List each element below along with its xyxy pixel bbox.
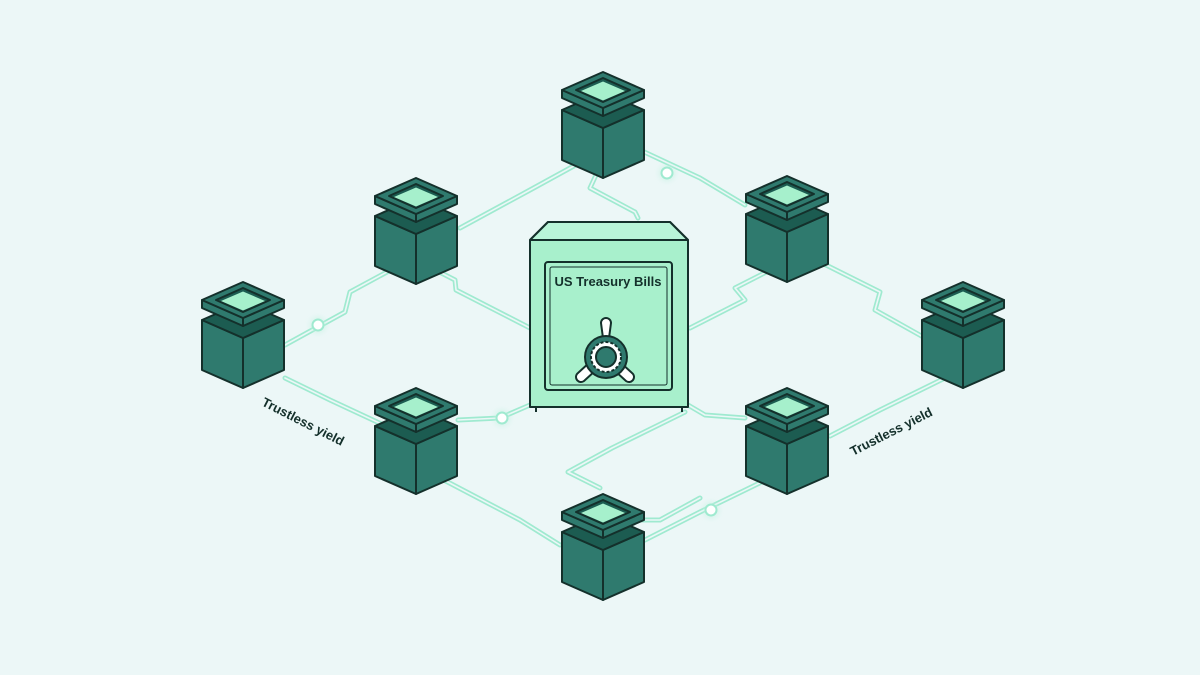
safe-title: US Treasury Bills — [554, 274, 662, 289]
junction-dot — [311, 318, 325, 332]
node-lower-right — [745, 387, 829, 495]
node-lower-left — [374, 387, 458, 495]
circuit-lines — [282, 147, 948, 548]
treasury-safe — [529, 221, 689, 412]
junction-dot — [704, 503, 718, 517]
node-left — [201, 281, 285, 389]
node-upper-left — [374, 177, 458, 285]
vault-wheel-icon — [575, 317, 635, 383]
node-right — [921, 281, 1005, 389]
node-upper-right — [745, 175, 829, 283]
junction-dots — [311, 166, 718, 517]
node-bottom — [561, 493, 645, 601]
junction-dot — [495, 411, 509, 425]
node-top — [561, 71, 645, 179]
nodes-layer — [201, 71, 1005, 601]
junction-dot — [660, 166, 674, 180]
